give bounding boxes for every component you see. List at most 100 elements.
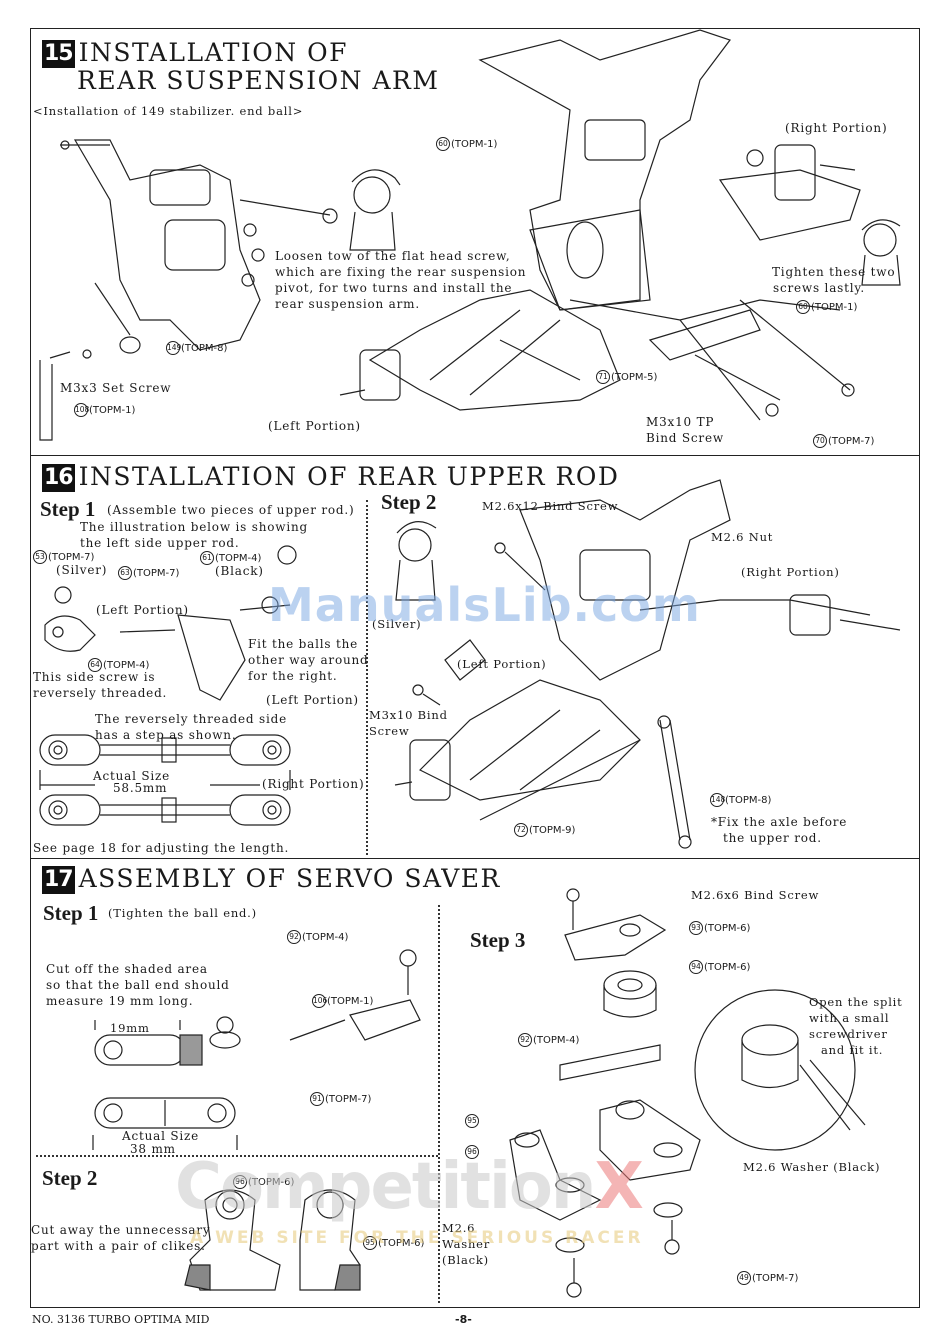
step-divider bbox=[366, 500, 368, 855]
instruction-line: which are fixing the rear suspension bbox=[275, 265, 527, 279]
part-ref: (TOPM-4) bbox=[533, 1035, 580, 1046]
part-number: 64 bbox=[88, 658, 102, 672]
upper-rod-illustration bbox=[39, 545, 297, 826]
manualslib-watermark: ManualsLib.com bbox=[268, 578, 701, 632]
silver-label: (Silver) bbox=[372, 617, 422, 631]
nut-label: M2.6 Nut bbox=[711, 530, 774, 544]
competitionx-tagline: A WEB SITE FOR THE SERIOUS RACER bbox=[190, 1228, 644, 1248]
part-ref: (TOPM-6) bbox=[704, 962, 751, 973]
reverse-side-note: The reversely threaded side has a step a… bbox=[95, 711, 287, 743]
note-line: measure 19 mm long. bbox=[46, 994, 194, 1008]
part-ref: (TOPM-4) bbox=[302, 932, 349, 943]
part-callout: 70(TOPM-7) bbox=[813, 434, 874, 448]
part-callout: 92(TOPM-4) bbox=[287, 930, 348, 944]
part-callout: 95 bbox=[465, 1114, 480, 1128]
section-number-badge: 17 bbox=[42, 866, 75, 894]
part-callout: 53(TOPM-7) bbox=[33, 550, 94, 564]
part-number: 93 bbox=[689, 921, 703, 935]
instruction-line: Tighten these two bbox=[772, 265, 896, 279]
part-number: 71 bbox=[596, 370, 610, 384]
part-ref: (TOPM-7) bbox=[752, 1273, 799, 1284]
part-ref: (TOPM-6) bbox=[378, 1238, 425, 1249]
label-line: Washer bbox=[442, 1237, 491, 1251]
left-portion-label: (Left Portion) bbox=[96, 603, 189, 617]
section-17-step1-label: Step 1 bbox=[43, 901, 99, 925]
watermark-x: X bbox=[594, 1150, 643, 1224]
washer-black-label-left: M2.6 Washer (Black) bbox=[442, 1220, 490, 1268]
step-divider bbox=[36, 1155, 438, 1157]
part-callout: 96(TOPM-6) bbox=[233, 1175, 294, 1189]
section-17-step3-label: Step 3 bbox=[470, 928, 526, 952]
part-number: 70 bbox=[813, 434, 827, 448]
actual-size-label: Actual Size bbox=[93, 769, 171, 783]
instruction-line: pivot, for two turns and install the bbox=[275, 281, 513, 295]
instruction-line: rear suspension arm. bbox=[275, 297, 420, 311]
right-portion-label: (Right Portion) bbox=[785, 121, 888, 135]
step1-description: The illustration below is showing the le… bbox=[80, 519, 308, 551]
watermark-text: Competition bbox=[175, 1150, 596, 1224]
right-portion-label: (Right Portion) bbox=[741, 565, 840, 579]
note-line: The reversely threaded side bbox=[95, 712, 287, 726]
part-ref: (TOPM-7) bbox=[133, 568, 180, 579]
page-number: -8- bbox=[455, 1313, 472, 1326]
note-line: has a step as shown. bbox=[95, 728, 237, 742]
rear-gearbox-left-illustration bbox=[39, 139, 338, 441]
note-line: Fit the balls the bbox=[248, 637, 359, 651]
part-ref: (TOPM-9) bbox=[529, 825, 576, 836]
part-callout: 71(TOPM-5) bbox=[596, 370, 657, 384]
part-callout: 148(TOPM-8) bbox=[710, 793, 771, 807]
part-ref: (TOPM-8) bbox=[181, 343, 228, 354]
label-line: M3x10 Bind bbox=[369, 708, 448, 722]
part-ref: (TOPM-4) bbox=[215, 553, 262, 564]
desc-line: The illustration below is showing bbox=[80, 520, 308, 534]
part-number: 60 bbox=[436, 137, 450, 151]
part-number: 95 bbox=[363, 1236, 377, 1250]
rear-upper-rod-chassis-illustration bbox=[394, 479, 901, 849]
note-line: for the right. bbox=[248, 669, 338, 683]
ball-end-illustration bbox=[92, 949, 421, 1150]
label-line: M2.6 bbox=[442, 1221, 476, 1235]
part-number: 106 bbox=[312, 994, 327, 1008]
part-ref: (TOPM-4) bbox=[103, 660, 150, 671]
part-callout: 94(TOPM-6) bbox=[689, 960, 750, 974]
section-title-text: ASSEMBLY OF SERVO SAVER bbox=[78, 864, 501, 893]
fit-balls-note: Fit the balls the other way around for t… bbox=[248, 636, 369, 684]
step1-caption: (Tighten the ball end.) bbox=[108, 906, 257, 920]
part-callout: 149(TOPM-8) bbox=[166, 341, 227, 355]
part-number: 96 bbox=[465, 1145, 479, 1159]
section-title-line1: INSTALLATION OF bbox=[78, 38, 348, 67]
part-number: 63 bbox=[118, 566, 132, 580]
part-number: 148 bbox=[710, 793, 725, 807]
part-callout: 95(TOPM-6) bbox=[363, 1236, 424, 1250]
left-portion-label: (Left Portion) bbox=[266, 693, 359, 707]
part-number: 95 bbox=[465, 1114, 479, 1128]
fix-axle-note: *Fix the axle before the upper rod. bbox=[711, 814, 847, 846]
part-callout: 72(TOPM-9) bbox=[514, 823, 575, 837]
silver-label: (Silver) bbox=[56, 563, 108, 577]
part-callout: 60(TOPM-1) bbox=[796, 300, 857, 314]
part-number: 49 bbox=[737, 1271, 751, 1285]
part-ref: (TOPM-8) bbox=[725, 795, 772, 806]
page-frame bbox=[30, 28, 920, 1308]
label-line: (Black) bbox=[442, 1253, 489, 1267]
loosen-instruction: Loosen tow of the flat head screw, which… bbox=[275, 248, 526, 312]
part-number: 96 bbox=[233, 1175, 247, 1189]
note-line: reversely threaded. bbox=[33, 686, 168, 700]
right-portion-label: (Right Portion) bbox=[262, 777, 365, 791]
part-callout: 108(TOPM-1) bbox=[74, 403, 135, 417]
part-callout: 49(TOPM-7) bbox=[737, 1271, 798, 1285]
step1-caption: (Assemble two pieces of upper rod.) bbox=[107, 503, 355, 517]
part-callout: 92(TOPM-4) bbox=[518, 1033, 579, 1047]
actual-size-label: Actual Size bbox=[122, 1129, 200, 1143]
length-38mm: 38 mm bbox=[130, 1142, 176, 1156]
note-line: Open the split bbox=[809, 995, 903, 1009]
part-ref: (TOPM-7) bbox=[828, 436, 875, 447]
instruction-line: Loosen tow of the flat head screw, bbox=[275, 249, 511, 263]
section-15-title-line2: REAR SUSPENSION ARM bbox=[77, 66, 440, 95]
part-callout: 96 bbox=[465, 1145, 480, 1159]
part-number: 53 bbox=[33, 550, 47, 564]
note-line: screwdriver bbox=[809, 1027, 888, 1041]
tighten-instruction: Tighten these two screws lastly. bbox=[772, 264, 895, 296]
